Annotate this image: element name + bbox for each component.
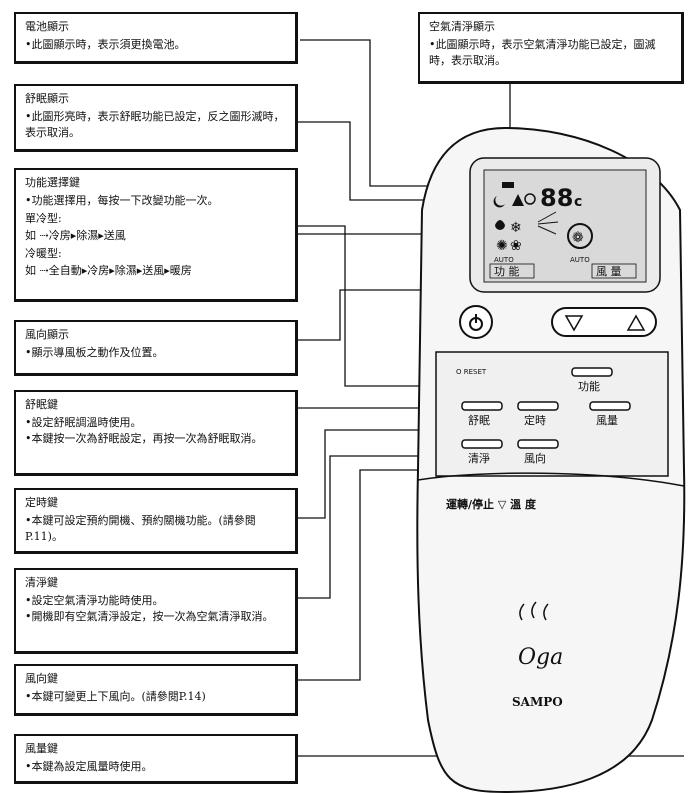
- heat-icon: ✺: [496, 238, 508, 254]
- svg-text:定時: 定時: [524, 413, 546, 427]
- fan-button[interactable]: 風量: [589, 401, 631, 427]
- callout-text-2: •本鍵按一次為舒眠設定，再按一次為舒眠取消。: [25, 432, 263, 445]
- lower-cover: [417, 472, 685, 487]
- reset-label: O RESET: [456, 368, 487, 376]
- clean-button[interactable]: 清淨: [461, 439, 503, 465]
- callout-title: 風向鍵: [25, 672, 58, 685]
- svg-text:風向: 風向: [524, 451, 546, 465]
- temp-up-icon: [626, 314, 646, 331]
- callout-text: •設定空氣清淨功能時使用。: [25, 593, 164, 607]
- power-button[interactable]: [459, 305, 493, 339]
- heat-cool-sequence: 如 ⇢全自動▸冷房▸除濕▸送風▸暖房: [25, 263, 192, 277]
- callout-title: 舒眠鍵: [25, 398, 58, 411]
- temp-adjust-buttons[interactable]: [551, 307, 657, 337]
- callout-title: 舒眠顯示: [25, 92, 69, 105]
- lcd-fan-label: 風 量: [596, 265, 622, 278]
- callout-text-2: •開機即有空氣清淨設定，按一次為空氣清淨取消。: [25, 610, 274, 623]
- lcd-screen: [483, 169, 647, 283]
- lcd-function-label: 功 能: [494, 264, 520, 278]
- dehumidify-icon: [495, 220, 505, 230]
- callout-text: •本鍵可設定預約開機、預約關機功能。(請參閱P.11)。: [25, 513, 256, 544]
- battery-icon: [502, 182, 514, 188]
- callout-function-key: 功能選擇鍵 •功能選擇用，每按一下改變功能一次。 單冷型: 如 ⇢冷房▸除濕▸送…: [14, 168, 298, 302]
- callout-title: 風量鍵: [25, 742, 58, 755]
- wind-direction-indicator: [537, 211, 559, 235]
- svg-text:Oga: Oga: [518, 645, 563, 670]
- function-button[interactable]: 功能: [571, 367, 613, 393]
- callout-air-clean-display: 空氣清淨顯示 •此圖顯示時，表示空氣清淨功能已設定，圖滅時，表示取消。: [418, 12, 684, 84]
- cool-only-sequence: 如 ⇢冷房▸除濕▸送風: [25, 228, 126, 242]
- callout-sleep-display: 舒眠顯示 •此圖形亮時，表示舒眠功能已設定，反之圖形滅時，表示取消。: [14, 84, 298, 152]
- svg-text:舒眠: 舒眠: [468, 413, 490, 427]
- callout-title: 功能選擇鍵: [25, 176, 80, 189]
- bottom-labels: 運轉/停止 ▽ 溫 度: [446, 497, 537, 511]
- callout-wind-direction-key: 風向鍵 •本鍵可變更上下風向。(請參閱P.14): [14, 664, 298, 716]
- display-temperature: 88: [540, 184, 573, 212]
- callout-text: •功能選擇用，每按一下改變功能一次。: [25, 193, 219, 207]
- cool-only-label: 單冷型:: [25, 212, 62, 225]
- svg-text:清淨: 清淨: [468, 452, 490, 465]
- sleep-moon-icon: [493, 196, 505, 208]
- fan-mode-icon: ❀: [510, 238, 522, 254]
- callout-title: 電池顯示: [25, 20, 69, 33]
- air-clean-icon: [512, 194, 524, 206]
- timer-button[interactable]: 定時: [517, 401, 559, 427]
- callout-text: •顯示導風板之動作及位置。: [25, 345, 164, 359]
- connector-sleep-display: [298, 121, 488, 201]
- callout-text: •此圖形亮時，表示舒眠功能已設定，反之圖形滅時，表示取消。: [25, 109, 285, 140]
- temp-down-icon: [564, 315, 584, 332]
- timer-icon: [524, 193, 536, 205]
- callout-title: 風向顯示: [25, 328, 69, 341]
- display-unit: c: [574, 194, 582, 210]
- oga-logo: Oga: [518, 601, 563, 670]
- brand-logo: SAMPO: [512, 695, 563, 709]
- callout-text: •此圖顯示時，表示須更換電池。: [25, 37, 186, 51]
- fan-speed-icon: [567, 223, 593, 249]
- button-panel: [435, 351, 669, 477]
- wind-direction-button[interactable]: 風向: [517, 439, 559, 465]
- callout-battery-display: 電池顯示 •此圖顯示時，表示須更換電池。: [14, 12, 298, 64]
- callout-text: •設定舒眠調溫時使用。: [25, 415, 142, 429]
- callout-title: 定時鍵: [25, 496, 58, 509]
- fan-auto-label: AUTO: [570, 256, 590, 264]
- callout-wind-direction-display: 風向顯示 •顯示導風板之動作及位置。: [14, 320, 298, 376]
- callout-title: 空氣清淨顯示: [429, 20, 495, 33]
- callout-text: •本鍵可變更上下風向。(請參閱P.14): [25, 689, 206, 703]
- svg-text:風量: 風量: [596, 414, 618, 427]
- heat-cool-label: 冷暖型:: [25, 247, 62, 260]
- sleep-button[interactable]: 舒眠: [461, 401, 503, 427]
- callout-text: •此圖顯示時，表示空氣清淨功能已設定，圖滅時，表示取消。: [429, 37, 656, 68]
- callout-title: 清淨鍵: [25, 576, 58, 589]
- callout-text: •本鍵為設定風量時使用。: [25, 759, 153, 773]
- connector-clean-key: [298, 455, 480, 599]
- svg-text:❁: ❁: [572, 230, 584, 246]
- auto-mode-label: AUTO: [494, 256, 514, 264]
- svg-text:功能: 功能: [578, 379, 600, 393]
- cool-icon: ❄: [510, 220, 522, 236]
- callout-sleep-key: 舒眠鍵 •設定舒眠調溫時使用。 •本鍵按一次為舒眠設定，再按一次為舒眠取消。: [14, 390, 298, 476]
- callout-clean-key: 清淨鍵 •設定空氣清淨功能時使用。 •開機即有空氣清淨設定，按一次為空氣清淨取消…: [14, 568, 298, 654]
- callout-timer-key: 定時鍵 •本鍵可設定預約開機、預約關機功能。(請參閱P.11)。: [14, 488, 298, 554]
- callout-fan-key: 風量鍵 •本鍵為設定風量時使用。: [14, 734, 298, 784]
